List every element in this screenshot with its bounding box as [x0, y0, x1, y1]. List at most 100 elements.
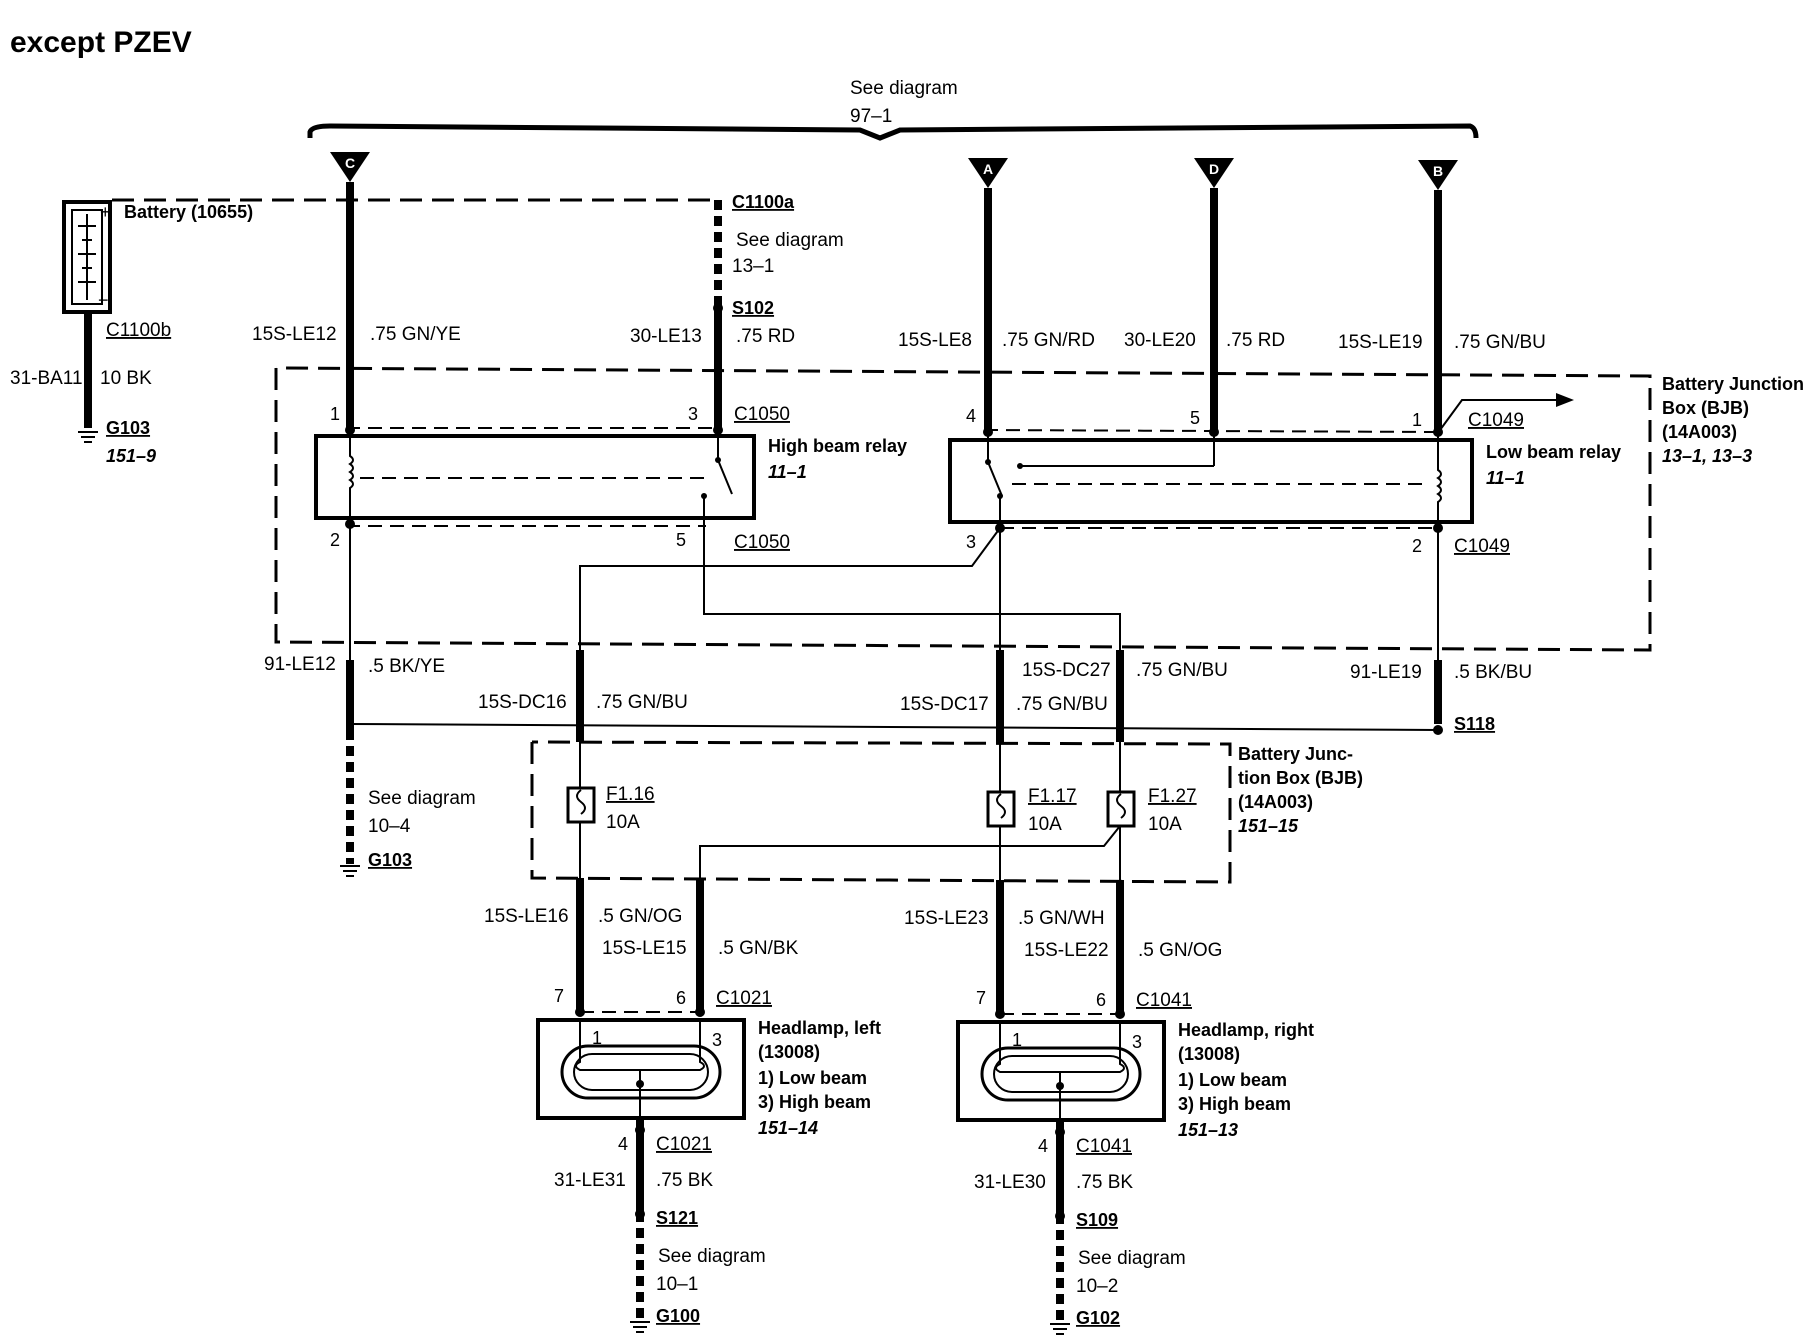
headlamp-left-ground-color: .75 BK — [656, 1170, 713, 1191]
low-beam-relay-ref: 11–1 — [1486, 468, 1525, 488]
headlamp-right-pin-6: 6 — [1096, 990, 1106, 1010]
splice-s109: S109 — [1076, 1210, 1118, 1230]
headlamp-left-ground-connector: C1021 — [656, 1134, 712, 1155]
bjb-lower-box — [530, 740, 1232, 884]
c1050-bottom: C1050 — [734, 532, 790, 553]
high-relay-pin-2: 2 — [330, 530, 340, 550]
fuse-f1-16-rating: 10A — [606, 812, 640, 833]
high-beam-relay-ref: 11–1 — [768, 462, 807, 482]
c1100a-connector: C1100a — [732, 192, 795, 212]
low-beam-relay — [948, 438, 1474, 524]
connector-a-icon: A — [968, 158, 1008, 188]
top-bracket — [307, 123, 1479, 141]
headlamp-right-bulb-icon — [980, 1022, 1142, 1120]
svg-text:C: C — [345, 155, 355, 171]
bjb-upper-line3: (14A003) — [1662, 422, 1737, 442]
fuse-f1-27-rating: 10A — [1148, 814, 1182, 835]
headlamp-right-label: Headlamp, right — [1178, 1020, 1314, 1040]
headlamp-right-ground-connector: C1041 — [1076, 1136, 1132, 1157]
fuse-f1-17-icon — [986, 790, 1016, 828]
headlamp-left-ref: 151–14 — [758, 1118, 818, 1138]
bjb-lower-line2: tion Box (BJB) — [1238, 768, 1363, 788]
headlamp-left-ref-line1: See diagram — [658, 1246, 766, 1267]
fuse-f1-27-icon — [1106, 790, 1136, 828]
wire-mid-color-3: .75 GN/BU — [1016, 694, 1108, 715]
ground-bus-wire — [349, 723, 1439, 731]
wire-label-color-0: .75 GN/YE — [370, 324, 461, 345]
c1049-top: C1049 — [1468, 410, 1524, 431]
headlamp-left-connector: C1021 — [716, 988, 772, 1009]
splice-s102: S102 — [732, 298, 774, 318]
battery-wire-circuit: 31-BA11 — [10, 368, 83, 389]
wire-mid-color-0: .5 BK/YE — [368, 656, 445, 677]
connector-b-icon: B — [1418, 160, 1458, 190]
headlamp-left-pin-1: 1 — [592, 1028, 602, 1048]
headlamp-right-pin-1: 1 — [1012, 1030, 1022, 1050]
headlamp-left-part: (13008) — [758, 1042, 820, 1062]
headlamp-left-pin-6: 6 — [676, 988, 686, 1008]
headlamp-right-beam1: 1) Low beam — [1178, 1070, 1287, 1090]
headlamp-right-beam3: 3) High beam — [1178, 1094, 1291, 1114]
wire-lower-color-2: .5 GN/WH — [1018, 908, 1105, 929]
high-relay-pin-1: 1 — [330, 404, 340, 424]
c1049-arrow-icon — [1556, 393, 1574, 407]
wire-mid-circuit-2: 15S-DC27 — [1022, 660, 1111, 681]
left-ground-ref-line2: 10–4 — [368, 816, 411, 837]
wire-label-circuit-3: 30-LE20 — [1124, 330, 1196, 351]
wire-mid-color-2: .75 GN/BU — [1136, 660, 1228, 681]
svg-text:+: + — [100, 202, 111, 222]
top-ref-line2: 97–1 — [850, 106, 892, 127]
low-relay-pin-1: 1 — [1412, 410, 1422, 430]
left-ground-g103: G103 — [368, 850, 412, 870]
wire-lower-color-0: .5 GN/OG — [598, 906, 682, 927]
wire-lower-circuit-1: 15S-LE15 — [602, 938, 687, 959]
battery-ground-ref: 151–9 — [106, 446, 156, 466]
headlamp-left-ref-line2: 10–1 — [656, 1274, 698, 1295]
svg-text:−: − — [98, 290, 109, 310]
top-ref-line1: See diagram — [850, 78, 958, 99]
fuse-f1-27-id: F1.27 — [1148, 786, 1197, 807]
c1100a-ref-line1: See diagram — [736, 230, 844, 251]
wire-relay-low-to-dc16 — [579, 527, 1001, 650]
high-relay-pin-3: 3 — [688, 404, 698, 424]
high-beam-relay-label: High beam relay — [768, 436, 907, 456]
high-beam-relay — [314, 434, 756, 520]
wire-label-color-3: .75 RD — [1226, 330, 1285, 351]
headlamp-left-pin-3: 3 — [712, 1030, 722, 1050]
wire-label-circuit-1: 30-LE13 — [630, 326, 702, 347]
wire-lower-color-1: .5 GN/BK — [718, 938, 799, 959]
bjb-upper-ref: 13–1, 13–3 — [1662, 446, 1752, 466]
wire-lower-circuit-3: 15S-LE22 — [1024, 940, 1109, 961]
wire-lower-circuit-2: 15S-LE23 — [904, 908, 989, 929]
ground-g100-icon — [630, 1321, 650, 1333]
ground-g103-lower-icon — [340, 865, 360, 877]
headlamp-right-ref: 151–13 — [1178, 1120, 1238, 1140]
wire-mid-circuit-4: 91-LE19 — [1350, 662, 1422, 683]
wire-label-color-1: .75 RD — [736, 326, 795, 347]
wire-mid-circuit-1: 15S-DC16 — [478, 692, 567, 713]
c1100a-ref-line2: 13–1 — [732, 256, 774, 277]
headlamp-right-ground-circuit: 31-LE30 — [974, 1172, 1046, 1193]
ground-g103-icon — [78, 431, 98, 443]
low-relay-pin-2: 2 — [1412, 536, 1422, 556]
battery-label: Battery (10655) — [124, 202, 253, 222]
low-relay-pin-5: 5 — [1190, 408, 1200, 428]
wire-mid-color-4: .5 BK/BU — [1454, 662, 1532, 683]
diagram-title: except PZEV — [10, 26, 192, 59]
headlamp-right-ground-color: .75 BK — [1076, 1172, 1133, 1193]
connector-c-icon: C — [330, 152, 370, 182]
headlamp-right-pin-7: 7 — [976, 988, 986, 1008]
ground-g102-icon — [1050, 1323, 1070, 1335]
headlamp-left-label: Headlamp, left — [758, 1018, 881, 1038]
bjb-lower-ref: 151–15 — [1238, 816, 1299, 836]
low-beam-relay-label: Low beam relay — [1486, 442, 1621, 462]
bjb-upper-line1: Battery Junction — [1662, 374, 1804, 394]
high-beam-relay-coil-icon — [348, 430, 354, 520]
headlamp-left-bulb-icon — [560, 1020, 722, 1118]
low-beam-relay-coil-icon — [1436, 432, 1442, 528]
wire-label-circuit-2: 15S-LE8 — [898, 330, 972, 351]
headlamp-right-pin-3: 3 — [1132, 1032, 1142, 1052]
battery-wire-color: 10 BK — [100, 368, 152, 389]
headlamp-left-beam3: 3) High beam — [758, 1092, 871, 1112]
